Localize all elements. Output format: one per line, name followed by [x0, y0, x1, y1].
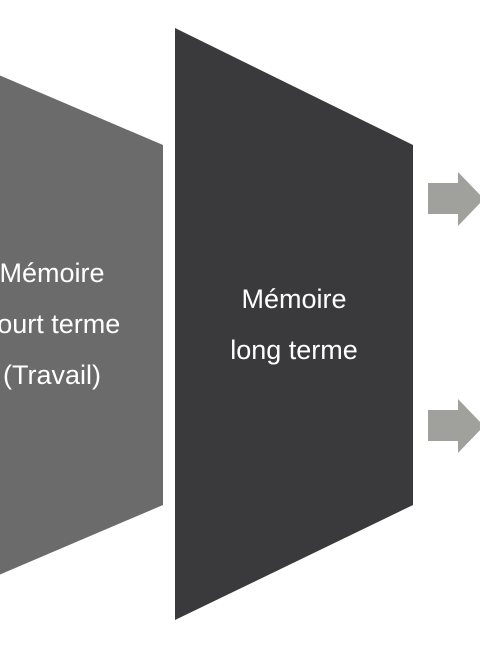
long-term-label-line2: long terme — [230, 335, 358, 365]
short-term-label-line1: Mémoire — [0, 258, 105, 288]
short-term-memory-stage: Mémoire court terme (Travail) — [0, 75, 163, 575]
upper-output-arrow — [428, 172, 480, 226]
long-term-label-line1: Mémoire — [241, 284, 346, 314]
long-term-memory-shape — [175, 28, 413, 620]
arrow-right-icon — [428, 399, 480, 453]
long-term-memory-stage: Mémoire long terme — [175, 28, 413, 620]
short-term-label-line3: (Travail) — [3, 360, 101, 390]
arrow-right-icon — [428, 172, 480, 226]
lower-output-arrow — [428, 399, 480, 453]
short-term-label-line2: court terme — [0, 309, 120, 339]
short-term-memory-shape — [0, 75, 163, 575]
